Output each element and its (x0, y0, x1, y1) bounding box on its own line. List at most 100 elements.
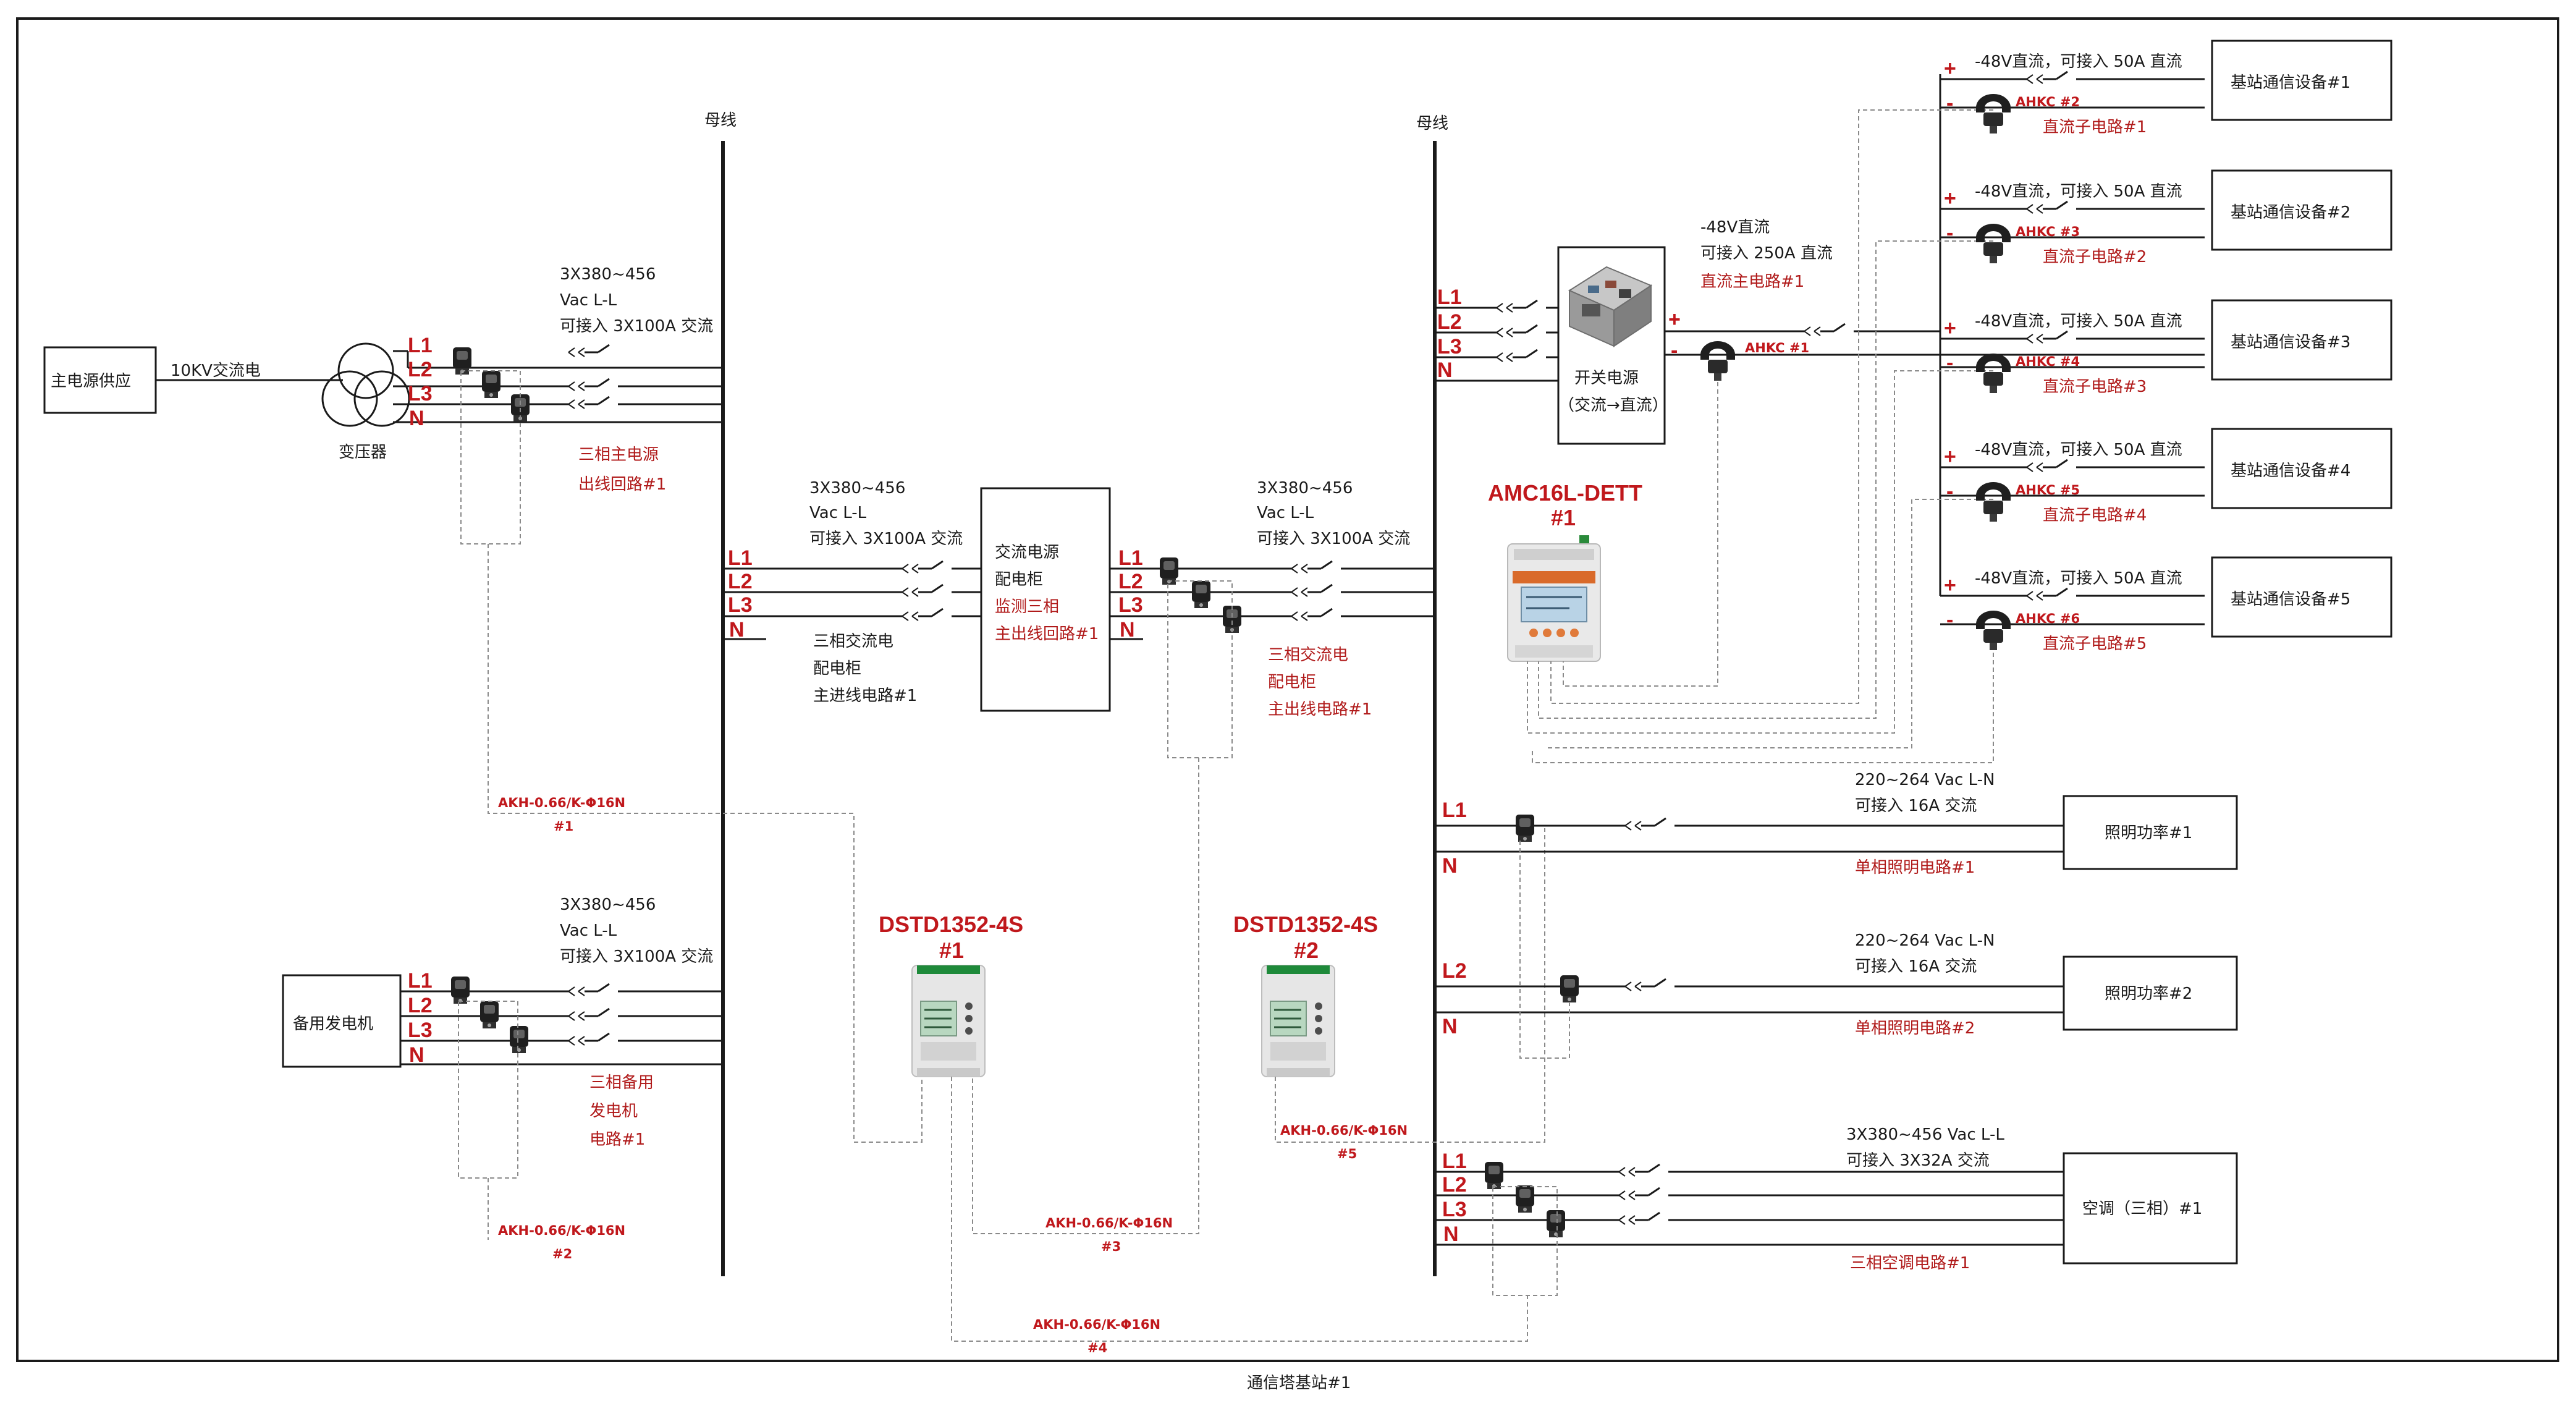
cabout-circuit-2: 配电柜 (1268, 673, 1316, 692)
ct-label-1-num: #1 (554, 819, 573, 834)
dc-branch-spec-3: -48V直流，可接入 50A 直流 (1975, 312, 2182, 331)
amc-meter (1506, 543, 1602, 663)
cabout-n: N (1120, 618, 1135, 642)
light2-l2: L2 (1442, 959, 1467, 983)
amc-num: #1 (1551, 505, 1576, 530)
cabout-l1: L1 (1118, 546, 1143, 570)
ac-cabinet-monitor-1: 监测三相 (995, 598, 1059, 616)
light1-spec-1: 220~264 Vac L-N (1855, 771, 1995, 789)
ac-load: 空调（三相）#1 (2082, 1200, 2202, 1218)
ac-spec-1: 3X380~456 Vac L-L (1846, 1125, 2004, 1144)
dc-branch-minus-2: - (1946, 221, 1953, 245)
cabin-circuit-2: 配电柜 (813, 659, 861, 678)
cabout-l2: L2 (1118, 570, 1143, 593)
dc-branch-sensor-label-4: AHKC #5 (2016, 483, 2080, 498)
dc-device-box-5 (2211, 556, 2392, 638)
light2-spec-1: 220~264 Vac L-N (1855, 931, 1995, 950)
light1-circuit: 单相照明电路#1 (1855, 858, 1975, 877)
dc-main-minus: - (1671, 339, 1678, 362)
cabin-l1: L1 (728, 546, 753, 570)
dc-branch-sensor-label-1: AHKC #2 (2016, 95, 2080, 109)
gen-spec-1: 3X380~456 (560, 896, 656, 914)
ct-label-5: AKH-0.66/K-Φ16N (1280, 1123, 1408, 1138)
cabout-circuit-3: 主出线电路#1 (1268, 700, 1372, 719)
gen-l3: L3 (408, 1019, 433, 1042)
light1-l1: L1 (1442, 799, 1467, 822)
ct-label-4: AKH-0.66/K-Φ16N (1033, 1317, 1160, 1332)
dc-device-label-3: 基站通信设备#3 (2231, 333, 2350, 352)
main-spec-1: 3X380~456 (560, 265, 656, 284)
cabin-l2: L2 (728, 570, 753, 593)
cabout-spec-1: 3X380~456 (1257, 479, 1353, 498)
dc-main-spec-1: -48V直流 (1700, 218, 1770, 237)
dc-branch-circuit-2: 直流子电路#2 (2043, 248, 2147, 266)
ac-l2: L2 (1442, 1173, 1467, 1197)
dc-branch-plus-2: + (1944, 187, 1956, 210)
amc-name: AMC16L-DETT (1488, 480, 1642, 506)
ct-label-1: AKH-0.66/K-Φ16N (498, 795, 625, 810)
ac-cabinet-line-1: 交流电源 (995, 543, 1059, 562)
rectifier-line-2: （交流→直流） (1558, 396, 1668, 415)
dc-branch-plus-5: + (1944, 574, 1956, 597)
cabout-circuit-1: 三相交流电 (1268, 646, 1348, 664)
dc-branch-minus-4: - (1946, 480, 1953, 503)
dc-branch-minus-1: - (1946, 91, 1953, 115)
ac-spec-2: 可接入 3X32A 交流 (1846, 1151, 1990, 1170)
dc-branch-plus-1: + (1944, 57, 1956, 80)
main-l2: L2 (408, 358, 433, 381)
dc-branch-plus-4: + (1944, 445, 1956, 468)
ac-cabinet-box (980, 487, 1111, 712)
ct-label-4-num: #4 (1087, 1341, 1107, 1355)
ct-label-2: AKH-0.66/K-Φ16N (498, 1223, 625, 1238)
main-spec-3: 可接入 3X100A 交流 (560, 317, 713, 336)
gen-n: N (409, 1043, 424, 1067)
cabin-spec-1: 3X380~456 (809, 479, 905, 498)
dc-branch-minus-3: - (1946, 351, 1953, 375)
diagram-frame (16, 17, 2559, 1362)
ac-n: N (1443, 1222, 1459, 1246)
generator-label: 备用发电机 (293, 1015, 373, 1033)
dc-device-label-1: 基站通信设备#1 (2231, 74, 2350, 92)
light1-spec-2: 可接入 16A 交流 (1855, 797, 1977, 815)
dc-main-spec-2: 可接入 250A 直流 (1700, 244, 1833, 263)
light2-n: N (1442, 1015, 1458, 1038)
ct-label-3: AKH-0.66/K-Φ16N (1045, 1216, 1173, 1231)
main-l3: L3 (408, 382, 433, 405)
dc-branch-sensor-5 (1976, 611, 2011, 650)
dstd1-name: DSTD1352-4S (879, 912, 1023, 937)
light2-load-box (2063, 955, 2238, 1031)
dc-branch-sensor-3 (1976, 354, 2011, 393)
cabin-spec-3: 可接入 3X100A 交流 (809, 530, 963, 548)
rect-l1: L1 (1437, 286, 1462, 309)
dc-device-label-5: 基站通信设备#5 (2231, 590, 2350, 609)
dc-branch-sensor-label-3: AHKC #4 (2016, 354, 2080, 369)
rect-l3: L3 (1437, 335, 1462, 358)
ac-cabinet-line-2: 配电柜 (995, 570, 1043, 589)
generator-box (282, 974, 402, 1068)
rectifier-line-1: 开关电源 (1574, 369, 1639, 388)
dc-main-circuit: 直流主电路#1 (1700, 273, 1804, 291)
rect-l2: L2 (1437, 310, 1462, 334)
ac-circuit: 三相空调电路#1 (1850, 1254, 1970, 1273)
gen-circuit-2: 发电机 (589, 1102, 638, 1121)
cabin-spec-2: Vac L-L (809, 504, 867, 522)
light1-load-box (2063, 795, 2238, 870)
dc-branch-spec-2: -48V直流，可接入 50A 直流 (1975, 182, 2182, 201)
dc-branch-spec-5: -48V直流，可接入 50A 直流 (1975, 569, 2182, 588)
light2-spec-2: 可接入 16A 交流 (1855, 957, 1977, 976)
main-supply-voltage: 10KV交流电 (171, 362, 261, 380)
cabout-spec-2: Vac L-L (1257, 504, 1314, 522)
dc-branch-sensor-label-2: AHKC #3 (2016, 224, 2080, 239)
dc-main-plus: + (1668, 308, 1681, 331)
dstd2-name: DSTD1352-4S (1233, 912, 1378, 937)
dc-branch-plus-3: + (1944, 316, 1956, 340)
cabout-spec-3: 可接入 3X100A 交流 (1257, 530, 1410, 548)
busbar-left-label: 母线 (704, 111, 737, 130)
main-supply-label: 主电源供应 (51, 372, 131, 391)
cabin-n: N (729, 618, 745, 642)
main-supply-box (43, 346, 157, 414)
dstd1-num: #1 (939, 938, 964, 963)
dc-branch-circuit-4: 直流子电路#4 (2043, 506, 2147, 525)
gen-spec-3: 可接入 3X100A 交流 (560, 947, 713, 966)
